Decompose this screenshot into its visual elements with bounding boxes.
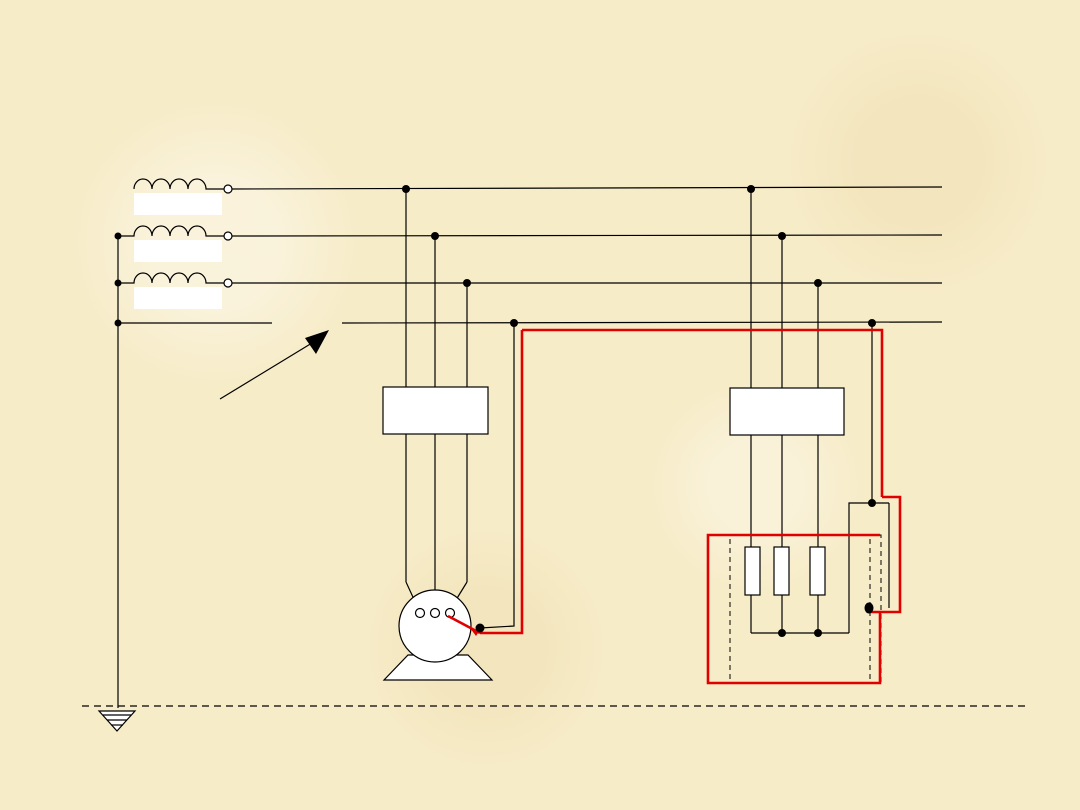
coil-icon [133, 178, 224, 190]
junction-dot [868, 499, 876, 507]
junction-dot [114, 232, 122, 240]
motor-frame-terminal [475, 623, 485, 633]
load-frame-terminal [864, 602, 874, 614]
coil-icon [118, 225, 224, 237]
load-enclosure-dashed [707, 534, 882, 684]
switchgear-box-right [729, 387, 845, 436]
source-winding-1 [133, 178, 233, 215]
phase-line-L1 [231, 186, 943, 190]
terminal-icon [223, 184, 233, 194]
arrow-icon [219, 330, 329, 400]
resistor-icon [809, 546, 826, 596]
resistor-icon [773, 546, 790, 596]
resistor-icon [744, 546, 761, 596]
neutral-line [341, 321, 943, 324]
junction-dot [114, 279, 122, 287]
earth-ground-icon [97, 710, 137, 732]
motor-neutral-wire [479, 323, 515, 629]
source-winding-2 [118, 225, 233, 262]
winding-label-box-3 [134, 287, 222, 309]
junction-dot [778, 629, 786, 637]
winding-label-box-1 [134, 193, 222, 215]
terminal-icon [223, 278, 233, 288]
junction-dot [814, 629, 822, 637]
phase-line-L2 [231, 234, 943, 237]
protective-conductor-path [447, 328, 902, 685]
switchgear-box-left [382, 386, 489, 435]
coil-icon [118, 272, 224, 284]
motor-icon [382, 589, 494, 681]
winding-label-box-2 [134, 240, 222, 262]
source-winding-3 [118, 272, 233, 309]
terminal-icon [223, 231, 233, 241]
